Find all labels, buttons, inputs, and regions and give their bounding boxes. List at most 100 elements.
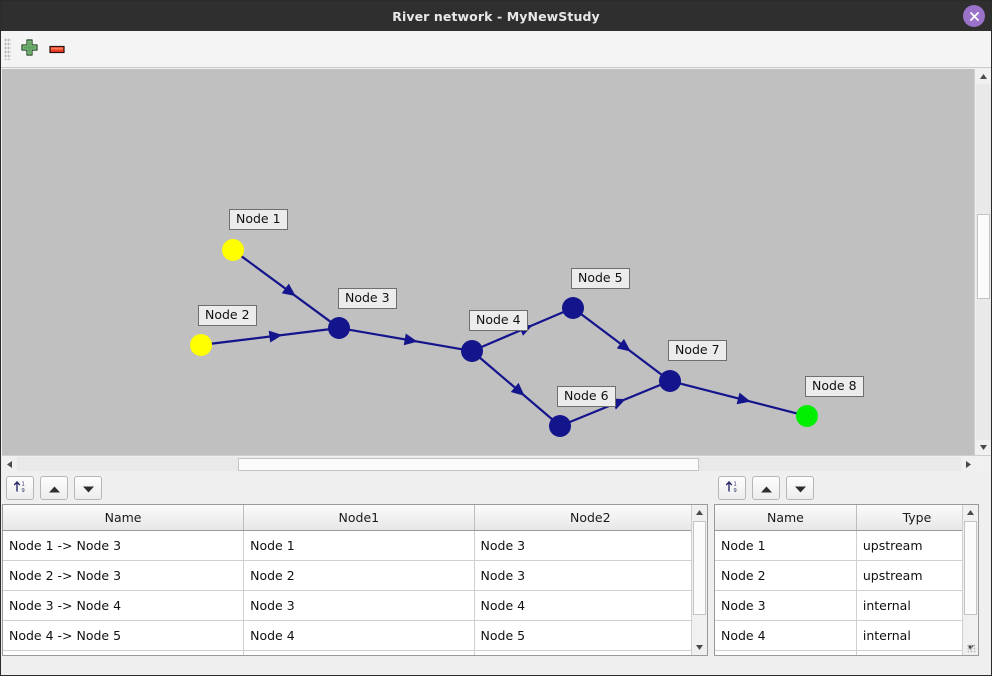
green-plus-icon: [20, 38, 38, 60]
sort-ascending-icon: 1 9: [13, 479, 28, 498]
branches-column-header[interactable]: Node1: [243, 505, 475, 531]
graph-node-label[interactable]: Node 5: [571, 268, 630, 289]
svg-text:9: 9: [733, 488, 737, 494]
branches-cell[interactable]: Node 2: [243, 560, 475, 591]
nodes-vscroll-thumb[interactable]: [964, 521, 977, 615]
nodes-column-header[interactable]: Name: [715, 505, 857, 531]
nodes-column-header[interactable]: Type: [856, 505, 978, 531]
nodes-pane: 1 9: [714, 471, 991, 675]
nodes-cell[interactable]: internal: [856, 590, 978, 621]
graph-node[interactable]: [549, 415, 571, 437]
branches-cell[interactable]: Node 3: [474, 530, 707, 561]
graph-node[interactable]: [562, 297, 584, 319]
branches-cell[interactable]: Node 5: [474, 620, 707, 651]
nodes-cell[interactable]: Node 1: [715, 530, 857, 561]
graph-node-label[interactable]: Node 1: [229, 209, 288, 230]
branches-cell[interactable]: Node 4 -> Node 5: [3, 620, 245, 651]
graph-vscroll-thumb[interactable]: [977, 214, 990, 299]
branches-cell-empty[interactable]: [3, 650, 245, 655]
branches-scroll-up-arrow-icon[interactable]: [692, 505, 707, 520]
scroll-right-arrow-icon[interactable]: [961, 457, 976, 472]
graph-node[interactable]: [796, 405, 818, 427]
graph-edge-arrow-icon: [510, 382, 525, 396]
close-icon[interactable]: [963, 5, 985, 27]
branches-column-header[interactable]: Name: [3, 505, 245, 531]
branches-cell[interactable]: Node 1 -> Node 3: [3, 530, 245, 561]
resize-grip-icon[interactable]: [967, 644, 976, 653]
branches-cell[interactable]: Node 4: [474, 590, 707, 621]
branches-cell[interactable]: Node 3 -> Node 4: [3, 590, 245, 621]
branches-cell-empty[interactable]: [243, 650, 475, 655]
nodes-cell[interactable]: Node 3: [715, 590, 857, 621]
graph-node[interactable]: [222, 239, 244, 261]
toolbar-grip[interactable]: [4, 38, 11, 60]
graph-canvas[interactable]: Node 1 Node 2 Node 3 Node 4 Node 5 Node 6 Node…: [2, 69, 974, 455]
graph-node-label[interactable]: Node 4: [469, 310, 528, 331]
graph-node[interactable]: [659, 370, 681, 392]
branches-scroll-down-arrow-icon[interactable]: [692, 640, 707, 655]
main-toolbar: [1, 31, 991, 68]
branches-sort-button[interactable]: 1 9: [6, 476, 34, 500]
nodes-cell[interactable]: Node 2: [715, 560, 857, 591]
nodes-cell[interactable]: upstream: [856, 530, 978, 561]
graph-node[interactable]: [328, 317, 350, 339]
nodes-cell[interactable]: upstream: [856, 560, 978, 591]
graph-node-label[interactable]: Node 8: [805, 376, 864, 397]
branches-cell[interactable]: Node 4: [243, 620, 475, 651]
svg-text:1: 1: [21, 481, 24, 487]
graph-vertical-scrollbar[interactable]: [974, 69, 991, 455]
branches-move-down-button[interactable]: [74, 476, 102, 500]
nodes-move-up-button[interactable]: [752, 476, 780, 500]
nodes-cell[interactable]: internal: [856, 620, 978, 651]
nodes-move-down-button[interactable]: [786, 476, 814, 500]
branches-vscroll-thumb[interactable]: [693, 521, 706, 615]
graph-edge-arrow-icon: [403, 333, 418, 346]
branches-column-header[interactable]: Node2: [474, 505, 707, 531]
graph-node-label[interactable]: Node 3: [338, 288, 397, 309]
graph-edge-arrow-icon: [281, 283, 296, 297]
graph-node[interactable]: [461, 340, 483, 362]
branches-cell-empty[interactable]: [474, 650, 707, 655]
branches-move-up-button[interactable]: [40, 476, 68, 500]
table-row-empty[interactable]: [715, 650, 978, 655]
table-row-empty[interactable]: [3, 650, 707, 655]
branches-vertical-scrollbar[interactable]: [691, 505, 707, 655]
graph-horizontal-scrollbar[interactable]: [2, 455, 991, 472]
sort-ascending-icon: 1 9: [725, 479, 740, 498]
branches-cell[interactable]: Node 3: [243, 590, 475, 621]
scroll-left-arrow-icon[interactable]: [2, 457, 17, 472]
graph-node-label[interactable]: Node 6: [557, 386, 616, 407]
remove-node-button[interactable]: [43, 35, 71, 63]
nodes-cell[interactable]: Node 4: [715, 620, 857, 651]
nodes-cell-empty[interactable]: [715, 650, 857, 655]
graph-hscroll-thumb[interactable]: [238, 458, 699, 471]
branches-cell[interactable]: Node 3: [474, 560, 707, 591]
nodes-vertical-scrollbar[interactable]: [962, 505, 978, 655]
graph-node[interactable]: [190, 334, 212, 356]
nodes-sort-button[interactable]: 1 9: [718, 476, 746, 500]
graph-node-label[interactable]: Node 2: [198, 305, 257, 326]
triangle-down-icon: [794, 479, 807, 498]
nodes-cell-empty[interactable]: [856, 650, 978, 655]
scroll-up-arrow-icon[interactable]: [976, 69, 991, 84]
add-node-button[interactable]: [15, 35, 43, 63]
branches-cell[interactable]: Node 1: [243, 530, 475, 561]
branches-cell[interactable]: Node 2 -> Node 3: [3, 560, 245, 591]
red-minus-icon: [48, 40, 66, 59]
nodes-scroll-up-arrow-icon[interactable]: [963, 505, 978, 520]
graph-node-label[interactable]: Node 7: [668, 340, 727, 361]
scroll-down-arrow-icon[interactable]: [976, 440, 991, 455]
